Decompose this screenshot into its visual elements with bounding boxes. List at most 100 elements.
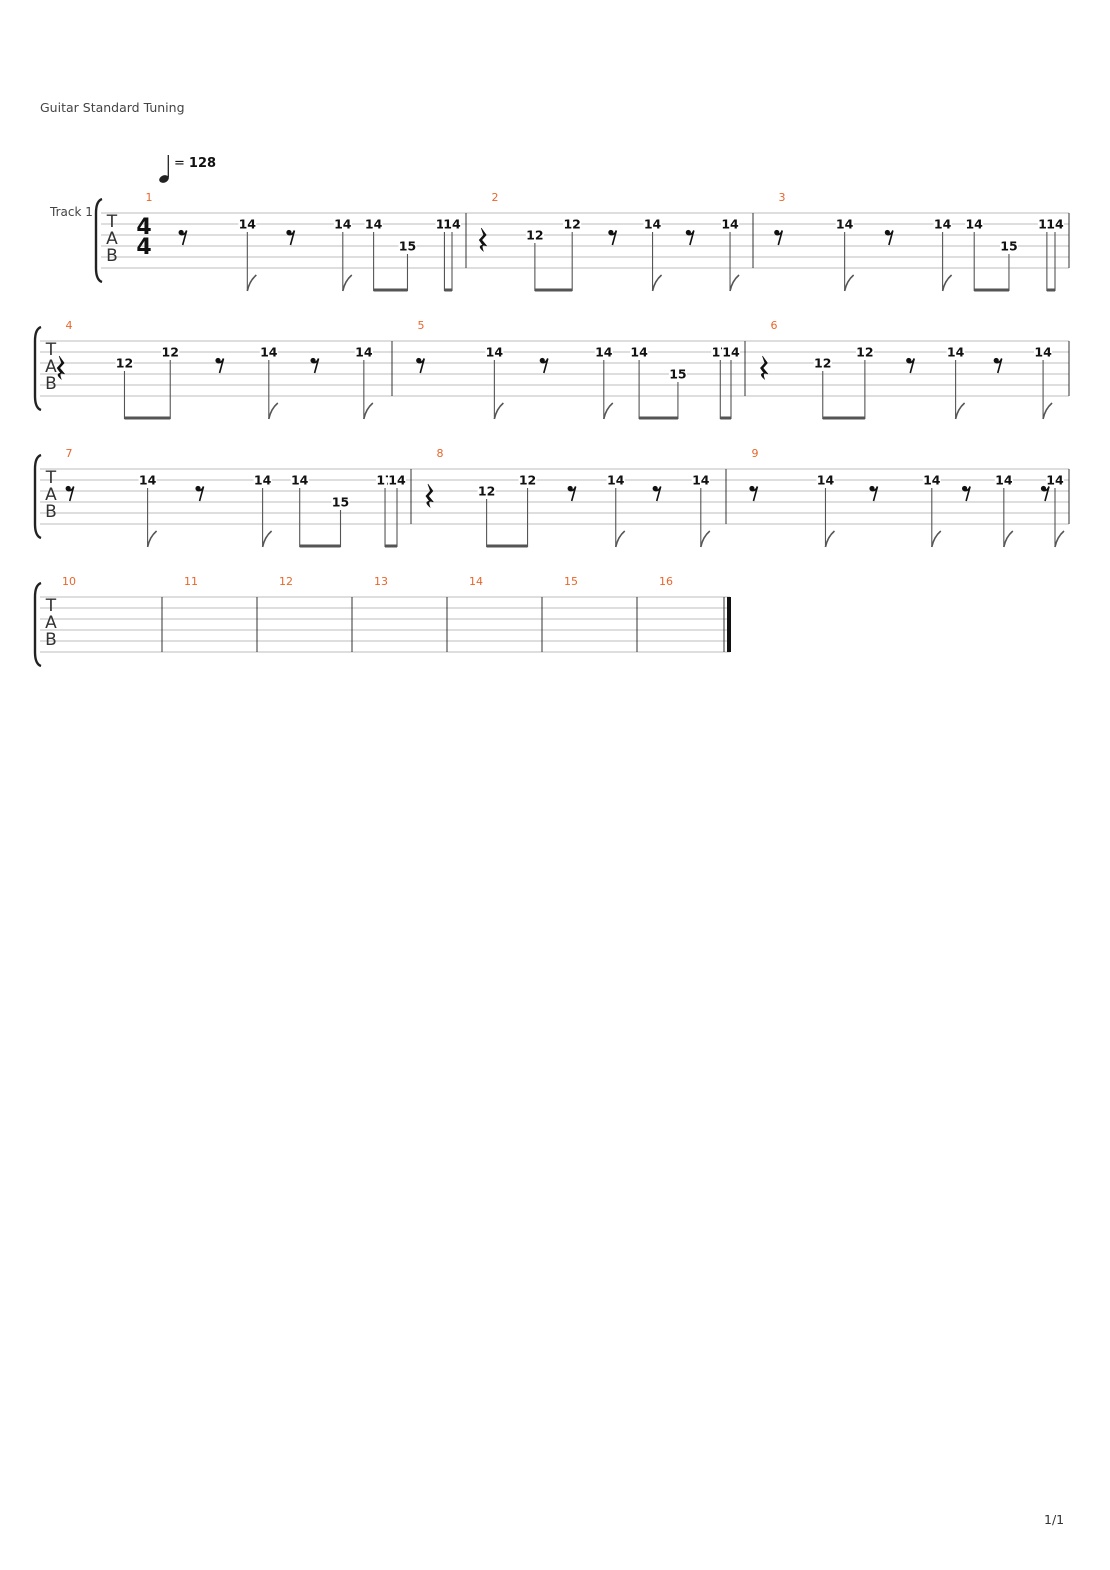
fret-number: 14 [817,473,835,488]
note-flag [261,530,273,548]
fret-number: 14 [722,345,740,360]
fret-backing [354,346,373,358]
fret-number: 14 [1046,473,1064,488]
tempo-marking: =128 [174,156,216,171]
fret-backing [965,218,984,230]
tab-clef-letter: A [45,613,57,633]
note-flag [824,530,836,548]
note-flag [954,402,966,420]
fret-backing [290,474,309,486]
measure-number: 4 [66,319,73,332]
quarter-rest-icon [425,483,434,508]
note-flag [342,274,353,292]
fret-number: 14 [721,217,739,232]
measure-number: 16 [659,575,673,588]
tuning-label: Guitar Standard Tuning [40,100,185,115]
note-flag [1054,530,1065,548]
tempo-value: 128 [188,156,217,171]
fret-backing [630,346,649,358]
fret-backing [333,218,352,230]
fret-number: 12 [116,356,133,371]
time-signature-bottom: 4 [136,235,151,260]
note-flag [651,274,663,292]
fret-backing [398,240,417,252]
fret-number: 14 [607,473,625,488]
eighth-rest-icon [993,357,1003,374]
fret-backing [691,474,710,486]
fret-backing [606,474,625,486]
tab-clef-letter: T [106,212,118,232]
fret-number: 14 [595,345,613,360]
measure-number: 3 [779,191,786,204]
fret-number: 14 [365,217,383,232]
measure-number: 9 [752,447,759,460]
fret-backing [331,496,350,508]
note-flag [1003,530,1014,548]
fret-number: 14 [947,345,965,360]
fret-backing [816,474,835,486]
fret-backing [994,474,1013,486]
eighth-rest-icon [749,485,759,502]
eighth-rest-icon [884,229,894,246]
fret-number: 14 [934,217,952,232]
measure-number: 12 [279,575,293,588]
fret-backing [259,346,278,358]
tab-clef-letter: T [45,596,57,616]
note-flag [268,402,279,420]
fret-backing [933,218,952,230]
measure-number: 14 [469,575,483,588]
tab-clef-letter: T [45,340,57,360]
fret-number: 12 [519,473,536,488]
quarter-rest-icon [478,227,487,252]
fret-backing [115,357,134,369]
fret-backing [138,474,157,486]
eighth-rest-icon [869,485,879,502]
note-flag [941,274,953,292]
eighth-rest-icon [685,229,695,246]
note-flag [614,530,626,548]
eighth-rest-icon [1040,485,1050,502]
measure-number: 8 [437,447,444,460]
quarter-note-icon [159,155,169,183]
measure-number: 2 [492,191,499,204]
tempo-equals: = [174,156,185,171]
tab-clef-letter: B [45,630,57,650]
fret-backing [946,346,965,358]
note-flag [146,530,158,548]
fret-backing [721,218,740,230]
fret-number: 14 [1046,217,1064,232]
eighth-rest-icon [65,485,75,502]
fret-backing [1046,474,1064,486]
fret-backing [668,368,687,380]
fret-number: 14 [260,345,278,360]
quarter-rest-icon [760,355,769,380]
note-flag [1042,402,1053,420]
measure-number: 7 [66,447,73,460]
fret-number: 14 [291,473,309,488]
system-bracket [94,197,103,284]
measure-number: 6 [771,319,778,332]
fret-number: 15 [399,239,416,254]
fret-backing [922,474,941,486]
tab-clef-letter: A [106,229,118,249]
fret-number: 15 [332,495,349,510]
fret-backing [722,346,740,358]
tab-clef-letter: B [106,246,118,266]
fret-backing [1046,218,1064,230]
fret-number: 14 [836,217,854,232]
fret-backing [813,357,832,369]
tab-clef-letter: B [45,374,57,394]
measure-number: 1 [146,191,153,204]
fret-number: 12 [563,217,580,232]
fret-backing [1034,346,1053,358]
fret-number: 14 [355,345,373,360]
time-signature-top: 4 [136,215,151,240]
fret-backing [477,485,496,497]
fret-number: 14 [644,217,662,232]
fret-number: 12 [526,228,543,243]
fret-backing [485,346,504,358]
fret-number: 14 [923,473,941,488]
measure-number: 5 [418,319,425,332]
fret-number: 12 [478,484,495,499]
